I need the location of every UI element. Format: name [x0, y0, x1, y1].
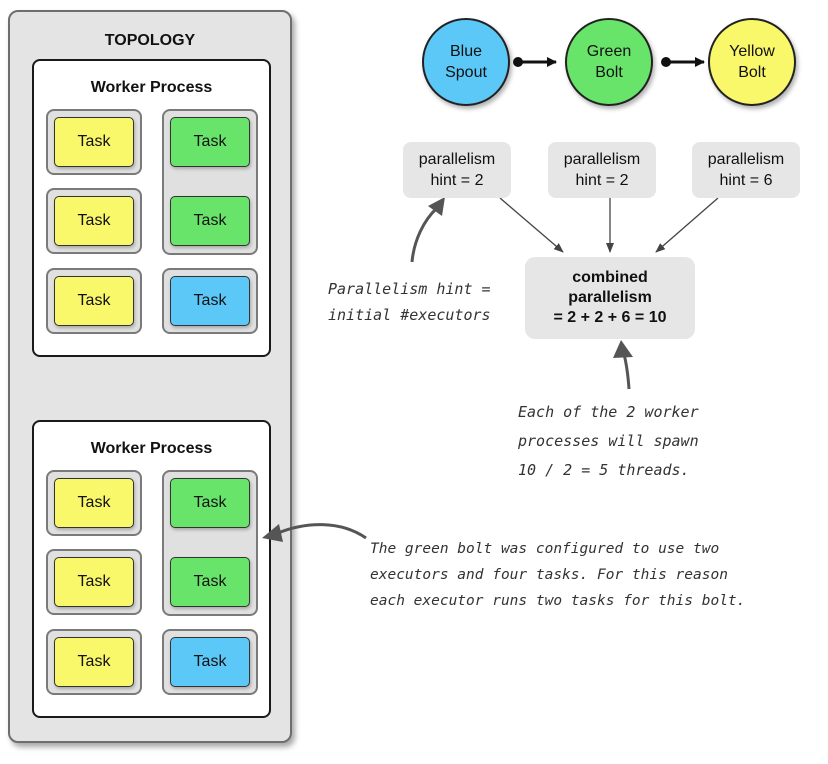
- task-green: Task: [170, 196, 250, 246]
- executor: Task Task: [162, 470, 258, 616]
- note-line: each executor runs two tasks for this bo…: [370, 593, 746, 609]
- note-line: initial #executors: [328, 306, 491, 324]
- topology-title: TOPOLOGY: [104, 32, 196, 49]
- combined-label: combined: [572, 269, 648, 286]
- parallelism-hint-spout: parallelism hint = 2: [403, 142, 511, 198]
- task-green: Task: [170, 478, 250, 528]
- hint-value: hint = 6: [719, 172, 773, 189]
- node-label: Yellow: [729, 43, 775, 60]
- executor: Task: [162, 268, 258, 334]
- node-label: Bolt: [595, 64, 623, 81]
- hint-value: hint = 2: [575, 172, 629, 189]
- hint-note-arrow: [410, 206, 439, 263]
- hint-arrow: [655, 197, 719, 253]
- stream-dot: [513, 57, 523, 67]
- worker-process-1: Worker Process Task Task Task Task Task …: [32, 59, 271, 357]
- task-yellow: Task: [54, 117, 134, 167]
- parallelism-hint-yellow: parallelism hint = 6: [692, 142, 800, 198]
- combined-parallelism: combined parallelism = 2 + 2 + 6 = 10: [525, 257, 695, 339]
- spawn-note-arrow: [622, 353, 631, 390]
- task-yellow: Task: [54, 478, 134, 528]
- note-line: Each of the 2 worker: [518, 403, 699, 421]
- executor: Task: [46, 268, 142, 334]
- stream-dot: [661, 57, 671, 67]
- executor: Task: [46, 470, 142, 536]
- task-green: Task: [170, 117, 250, 167]
- task-yellow: Task: [54, 196, 134, 246]
- hint-note-arrowhead: [428, 197, 445, 216]
- note-line: processes will spawn: [518, 432, 699, 450]
- combined-formula: = 2 + 2 + 6 = 10: [553, 309, 667, 326]
- executor: Task: [46, 109, 142, 175]
- note-thread-spawn: Each of the 2 worker processes will spaw…: [518, 398, 699, 485]
- combined-label: parallelism: [568, 289, 652, 306]
- note-line: executors and four tasks. For this reaso…: [370, 567, 728, 583]
- worker-process-title: Worker Process: [90, 79, 213, 96]
- spawn-note-arrowhead: [613, 340, 633, 358]
- executor: Task: [46, 549, 142, 615]
- task-blue: Task: [170, 276, 250, 326]
- executor: Task: [46, 629, 142, 695]
- node-label: Bolt: [738, 64, 766, 81]
- worker-process-title: Worker Process: [90, 440, 213, 457]
- node-yellow-bolt: Yellow Bolt: [708, 18, 796, 106]
- hint-label: parallelism: [707, 151, 785, 168]
- task-blue: Task: [170, 637, 250, 687]
- task-green: Task: [170, 557, 250, 607]
- node-label: Green: [586, 43, 632, 60]
- node-blue-spout: Blue Spout: [422, 18, 510, 106]
- parallelism-hint-green: parallelism hint = 2: [548, 142, 656, 198]
- note-green-bolt: The green bolt was configured to use two…: [370, 536, 745, 614]
- task-yellow: Task: [54, 637, 134, 687]
- worker-process-2: Worker Process Task Task Task Task Task …: [32, 420, 271, 718]
- note-line: The green bolt was configured to use two: [370, 541, 720, 557]
- hint-arrow: [499, 197, 564, 253]
- note-parallelism-hint: Parallelism hint = initial #executors: [328, 276, 491, 328]
- task-yellow: Task: [54, 276, 134, 326]
- task-yellow: Task: [54, 557, 134, 607]
- hint-value: hint = 2: [430, 172, 484, 189]
- node-green-bolt: Green Bolt: [565, 18, 653, 106]
- executor: Task: [162, 629, 258, 695]
- hint-label: parallelism: [563, 151, 641, 168]
- node-label: Blue: [449, 43, 483, 60]
- topology-container: TOPOLOGY Worker Process Task Task Task T…: [8, 10, 292, 743]
- note-line: Parallelism hint =: [328, 280, 491, 298]
- node-label: Spout: [445, 64, 487, 81]
- note-line: 10 / 2 = 5 threads.: [518, 461, 690, 479]
- hint-label: parallelism: [418, 151, 496, 168]
- executor: Task: [46, 188, 142, 254]
- executor: Task Task: [162, 109, 258, 255]
